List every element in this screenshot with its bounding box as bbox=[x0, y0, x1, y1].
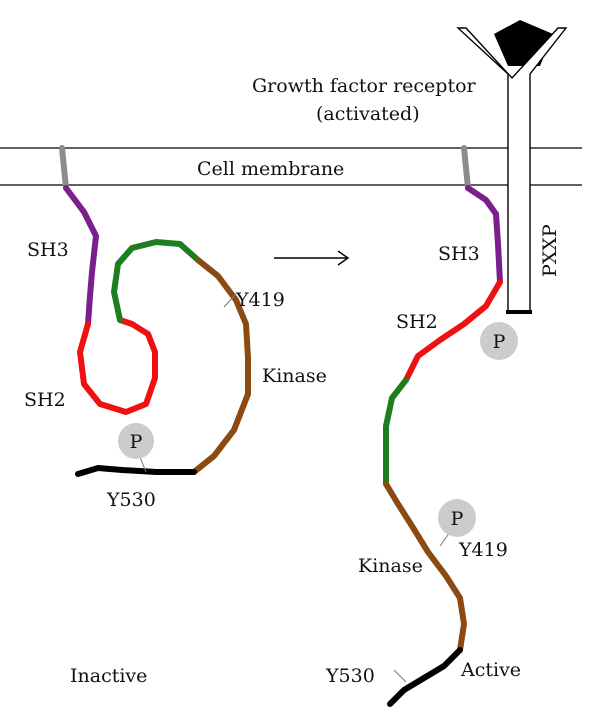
active-kinase-domain bbox=[383, 481, 467, 653]
active-phospho-sh2-badge bbox=[480, 322, 518, 360]
pxxp-motif-label: PXXP bbox=[539, 224, 561, 277]
active-linker bbox=[383, 377, 409, 487]
activation-arrow bbox=[274, 250, 350, 266]
arrow-head bbox=[337, 250, 350, 266]
inactive-src-protein bbox=[59, 145, 251, 477]
active-sh3-label: SH3 bbox=[438, 243, 480, 265]
active-phospho-y419-text: P bbox=[451, 508, 464, 530]
growth-factor-receptor: Growth factor receptor (activated) PXXP bbox=[252, 20, 568, 314]
inactive-y530-label: Y530 bbox=[106, 489, 156, 511]
receptor-title-line1: Growth factor receptor bbox=[252, 75, 477, 97]
inactive-y419-label: Y419 bbox=[235, 289, 285, 311]
inactive-sh3-domain bbox=[63, 185, 99, 327]
inactive-y419-pointer bbox=[223, 293, 237, 308]
inactive-phospho-y530-text: P bbox=[130, 431, 143, 453]
inactive-kinase-label: Kinase bbox=[262, 365, 327, 387]
inactive-caption: Inactive bbox=[70, 665, 147, 687]
active-caption: Active bbox=[460, 659, 521, 681]
inactive-phospho-y530-badge bbox=[118, 423, 154, 459]
inactive-kinase-domain bbox=[191, 257, 251, 475]
receptor-outline bbox=[456, 27, 568, 312]
inactive-linker bbox=[111, 239, 201, 323]
active-sh2-domain bbox=[403, 279, 503, 383]
active-kinase-label: Kinase bbox=[358, 555, 423, 577]
membrane-label: Cell membrane bbox=[197, 158, 344, 180]
inactive-membrane-anchor bbox=[59, 145, 69, 191]
active-labels: SH3 SH2 P P Y419 Kinase Y530 Active bbox=[325, 243, 521, 687]
inactive-sh3-label: SH3 bbox=[27, 239, 69, 261]
active-phospho-sh2-text: P bbox=[493, 331, 506, 353]
inactive-sh2-domain bbox=[77, 317, 158, 415]
inactive-labels: SH3 SH2 Y419 Kinase P Y530 Inactive bbox=[24, 239, 327, 687]
active-phospho-y419-badge bbox=[438, 499, 476, 537]
active-y530-label: Y530 bbox=[325, 665, 375, 687]
cell-membrane: Cell membrane bbox=[0, 147, 582, 186]
inactive-sh2-label: SH2 bbox=[24, 389, 66, 411]
active-y530-pointer bbox=[393, 669, 407, 683]
receptor-title-line2: (activated) bbox=[316, 103, 420, 125]
active-sh3-domain bbox=[465, 185, 503, 285]
inactive-c-tail bbox=[75, 465, 197, 477]
active-src-protein bbox=[383, 145, 503, 707]
active-y419-label: Y419 bbox=[458, 539, 508, 561]
active-c-tail bbox=[387, 647, 463, 707]
active-sh2-label: SH2 bbox=[396, 311, 438, 333]
active-membrane-anchor bbox=[461, 145, 471, 191]
